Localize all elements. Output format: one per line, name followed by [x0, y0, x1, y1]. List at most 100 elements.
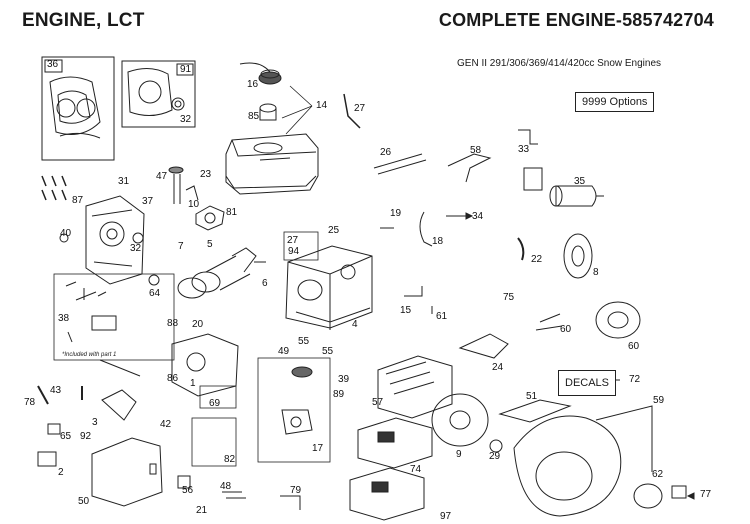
plate-65 [47, 423, 61, 435]
shroud-50 [91, 437, 163, 507]
callout-35: 35 [574, 176, 586, 187]
callout-26: 26 [380, 147, 392, 158]
callout-75: 75 [503, 292, 515, 303]
camshaft [195, 205, 225, 231]
plate-77 [671, 485, 687, 499]
dipstick [168, 166, 199, 204]
callout-55: 55 [322, 346, 334, 357]
callout-4: 4 [352, 319, 358, 330]
callout-92: 92 [80, 431, 92, 442]
callout-49: 49 [278, 346, 290, 357]
inset-box-27-94 [283, 231, 319, 261]
callout-62: 62 [652, 469, 664, 480]
callout-87: 87 [72, 195, 84, 206]
callout-7: 7 [178, 241, 184, 252]
callout-6: 6 [262, 278, 268, 289]
valvetrain-inset [53, 273, 175, 361]
wire-78 [37, 385, 49, 405]
bracket-58 [447, 153, 492, 183]
callout-32: 32 [180, 114, 192, 125]
arrowhead-34 [465, 212, 474, 220]
engine-block [285, 245, 373, 330]
gasket-kit-36 [41, 56, 115, 161]
callout-51: 51 [526, 391, 538, 402]
choke-rod [343, 93, 361, 129]
callout-19: 19 [390, 208, 402, 219]
callout-94: 94 [288, 246, 300, 257]
callout-86: 86 [167, 373, 179, 384]
plate-2 [37, 451, 57, 467]
callout-10: 10 [188, 199, 200, 210]
callout-40: 40 [60, 228, 72, 239]
callout-2: 2 [58, 467, 64, 478]
callout-81: 81 [226, 207, 238, 218]
fuel-strainer [259, 103, 277, 121]
callout-9: 9 [456, 449, 462, 460]
gasket-3 [101, 389, 137, 421]
air-cleaner [357, 417, 433, 469]
callout-38: 38 [58, 313, 70, 324]
seal-32 [132, 232, 144, 244]
decals-callout: 72 [629, 374, 641, 385]
callout-33: 33 [518, 144, 530, 155]
callout-60: 60 [560, 324, 572, 335]
callout-5: 5 [207, 239, 213, 250]
arrow-to-head [99, 359, 141, 377]
bolts-48 [222, 491, 246, 499]
callout-16: 16 [247, 79, 259, 90]
callout-3: 3 [92, 417, 98, 428]
bracket-33 [518, 129, 538, 145]
piston-assembly [177, 247, 266, 299]
options-label: 9999 Options [575, 92, 655, 112]
cable-26 [373, 153, 427, 175]
callout-59: 59 [653, 395, 665, 406]
callout-21: 21 [196, 505, 208, 516]
callout-15: 15 [400, 305, 412, 316]
callout-1: 1 [190, 378, 196, 389]
ignition-coil [404, 286, 433, 314]
gasket-box-82 [191, 417, 237, 467]
callout-57: 57 [372, 397, 384, 408]
callout-55: 55 [298, 336, 310, 347]
callout-74: 74 [410, 464, 422, 475]
callout-60: 60 [628, 341, 640, 352]
bolt-box-69 [199, 385, 237, 409]
bolts-87 [41, 175, 67, 201]
callout-89: 89 [333, 389, 345, 400]
footnote: *Included with part 1 [62, 352, 117, 358]
callout-25: 25 [328, 225, 340, 236]
plug-40 [59, 233, 69, 243]
gear-64 [148, 274, 160, 286]
air-cleaner-base [349, 467, 425, 521]
callout-23: 23 [200, 169, 212, 180]
alternator [535, 301, 641, 339]
callout-18: 18 [432, 236, 444, 247]
flywheel [517, 233, 593, 279]
decals-label: DECALS [558, 370, 617, 396]
starter-motor [523, 167, 604, 207]
crankcase-cover [85, 195, 145, 285]
carburetor-box [257, 357, 331, 463]
fuel-tank [225, 133, 319, 195]
callout-48: 48 [220, 481, 232, 492]
callout-56: 56 [182, 485, 194, 496]
callout-69: 69 [209, 398, 221, 409]
callout-85: 85 [248, 111, 260, 122]
callout-43: 43 [50, 385, 62, 396]
callout-65: 65 [60, 431, 72, 442]
callout-29: 29 [489, 451, 501, 462]
callout-27: 27 [287, 235, 299, 246]
muffler [377, 355, 453, 419]
callout-32: 32 [130, 243, 142, 254]
callout-91: 91 [180, 64, 192, 75]
wire-18 [419, 211, 433, 247]
baffle-51 [498, 399, 572, 423]
callout-50: 50 [78, 496, 90, 507]
callout-22: 22 [531, 254, 543, 265]
bracket-79 [280, 495, 301, 510]
recoil-starter [633, 483, 663, 509]
fuel-cap [239, 62, 282, 85]
callout-36: 36 [47, 59, 59, 70]
callout-37: 37 [142, 196, 154, 207]
